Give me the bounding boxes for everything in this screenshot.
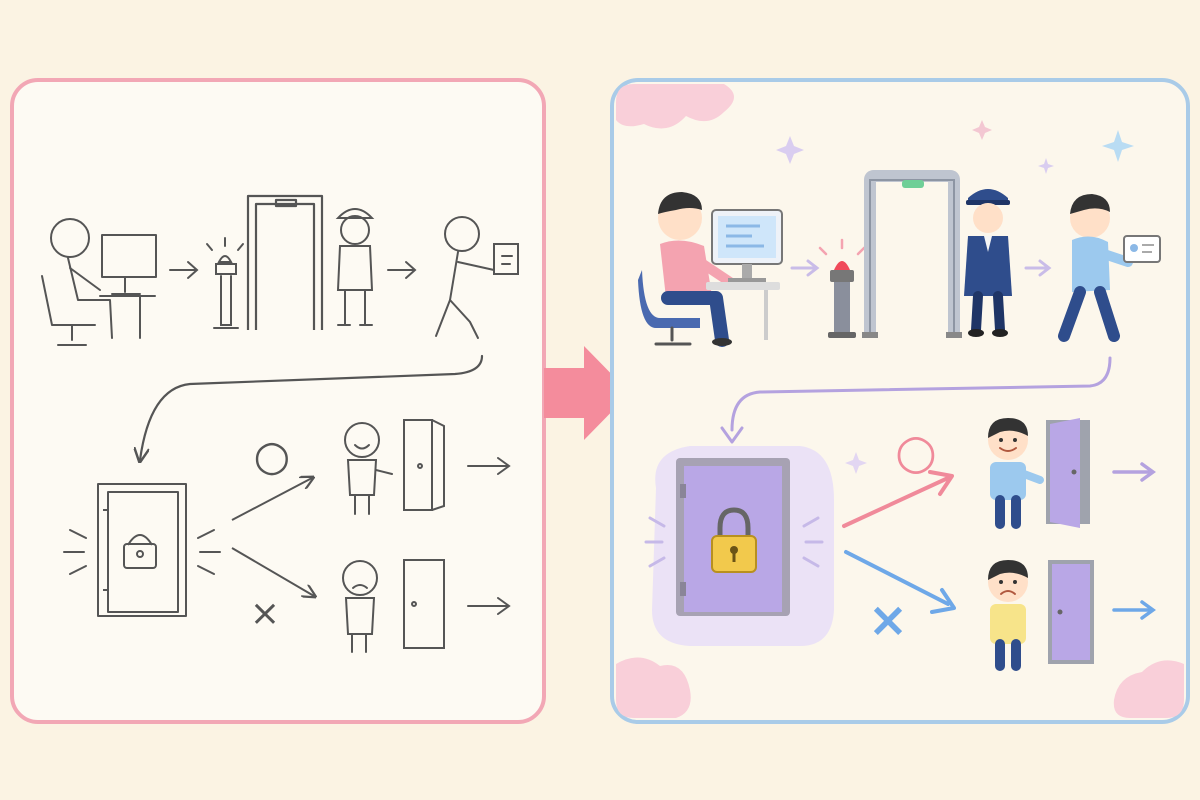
walking-person-with-id	[1058, 194, 1161, 342]
sketch-lock-glow-lines	[63, 529, 221, 575]
sketch-granted-symbol: ○	[254, 431, 291, 480]
cloud-decoration-bottom-left	[616, 657, 691, 718]
flow-connector-arrow	[730, 356, 1112, 432]
illustrated-panel: ○ ×	[610, 78, 1190, 724]
sketch-panel: ○ ×	[10, 78, 546, 724]
flow-connector-arrowhead	[720, 426, 744, 444]
alarm-light-icon	[818, 238, 866, 338]
sketch-arrow-1	[169, 261, 199, 279]
sketch-sad-person	[342, 560, 378, 653]
sketch-closed-door	[403, 559, 445, 649]
granted-arrow	[842, 476, 950, 528]
sketch-person-at-computer	[41, 218, 157, 346]
denied-symbol: ×	[868, 592, 908, 648]
sketch-exit-arrow-granted	[467, 457, 511, 475]
computer-monitor-icon	[706, 209, 783, 340]
sketch-alarm-light-icon	[206, 237, 244, 329]
sparkle-decorations	[776, 120, 1134, 474]
person-at-computer	[638, 192, 735, 347]
sketch-denied-arrow	[231, 547, 314, 596]
sketch-security-guard	[335, 208, 375, 326]
sketch-locked-door	[97, 483, 187, 617]
metal-detector-gate	[862, 170, 962, 338]
exit-arrow-granted	[1112, 462, 1156, 482]
sketch-happy-person	[344, 422, 393, 515]
happy-child	[988, 418, 1044, 529]
denied-arrowhead	[930, 588, 956, 614]
flow-arrow-1	[790, 259, 820, 277]
lock-glow-lines	[644, 516, 824, 568]
cloud-decoration-top-left	[616, 84, 734, 129]
cloud-decoration-bottom-right	[1113, 660, 1184, 718]
closed-door	[1048, 560, 1094, 664]
sad-child	[988, 560, 1028, 671]
padlock-icon	[711, 507, 757, 573]
sketch-granted-arrow	[231, 478, 312, 521]
exit-arrow-denied	[1112, 600, 1156, 620]
sketch-walking-person-with-id	[435, 216, 519, 339]
denied-arrow	[844, 550, 950, 606]
sketch-denied-symbol: ×	[250, 593, 280, 634]
granted-arrowhead	[928, 470, 954, 496]
sketch-flow-arrow	[140, 354, 484, 460]
sketch-open-door	[403, 419, 445, 511]
transition-arrow	[544, 346, 630, 440]
security-guard	[964, 189, 1012, 337]
sketch-exit-arrow-denied	[467, 597, 511, 615]
open-door	[1046, 418, 1090, 528]
sketch-metal-detector-gate	[246, 194, 324, 330]
sketch-arrow-2	[387, 261, 417, 279]
flow-arrow-2	[1024, 259, 1052, 277]
